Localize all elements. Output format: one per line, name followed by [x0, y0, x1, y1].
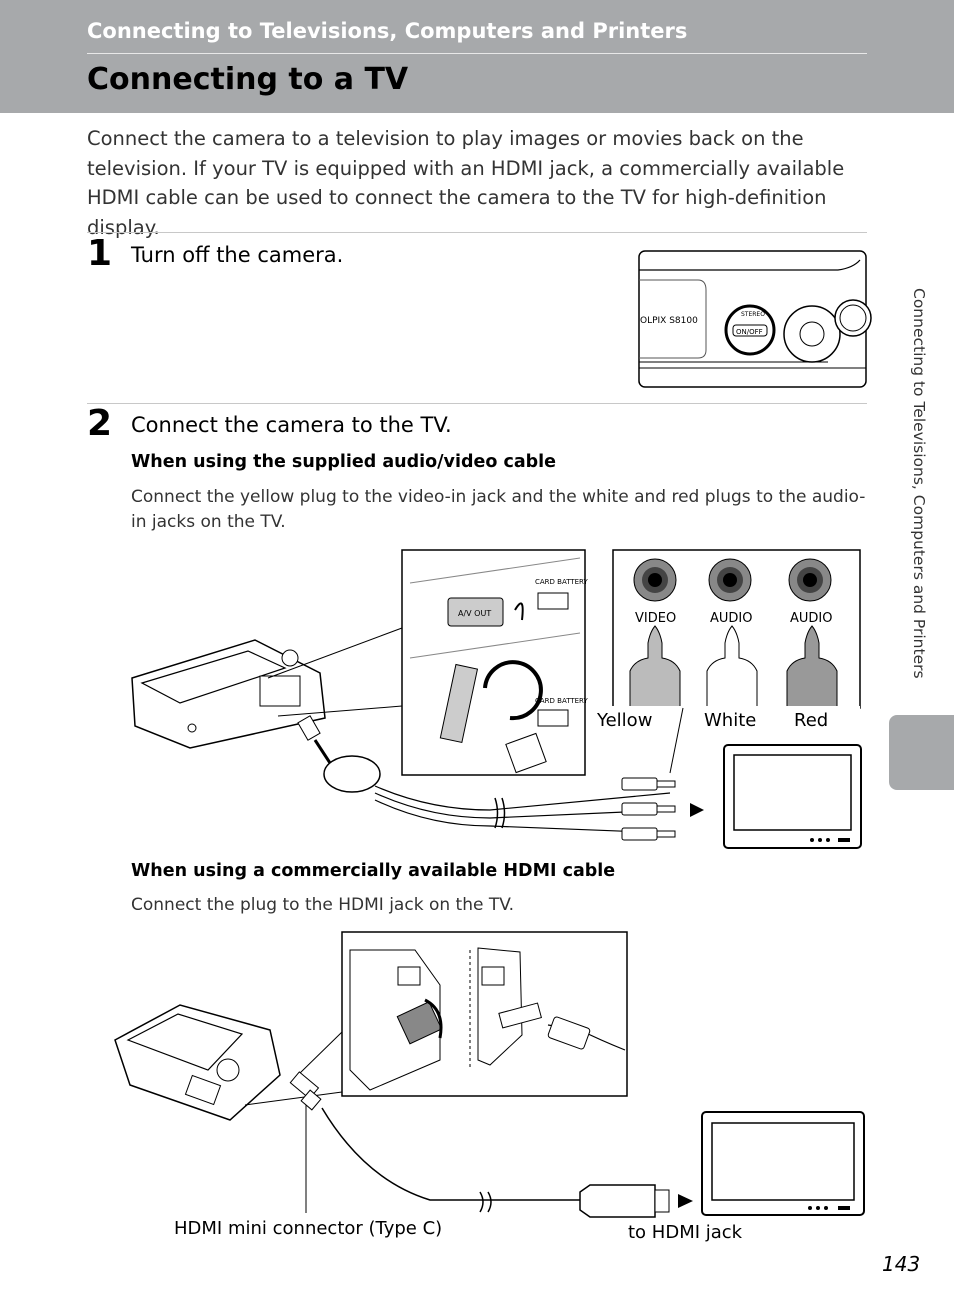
step-divider	[87, 403, 867, 404]
red-plug-label: Red	[794, 710, 829, 731]
hdmi-jack-label: to HDMI jack	[628, 1222, 743, 1243]
video-jack-label: VIDEO	[635, 611, 676, 626]
white-plug-label: White	[704, 710, 757, 731]
section-title: Connecting to Televisions, Computers and…	[87, 19, 688, 43]
stereo-label: STEREO	[741, 311, 765, 318]
header-divider	[87, 53, 867, 54]
intro-paragraph: Connect the camera to a television to pl…	[87, 127, 845, 239]
av-cable-instructions: Connect the yellow plug to the video-in …	[131, 487, 866, 532]
yellow-plug-label: Yellow	[597, 710, 653, 731]
step-text: Turn off the camera.	[131, 243, 344, 267]
side-tab	[889, 715, 954, 790]
hdmi-cable-heading: When using a commercially available HDMI…	[131, 861, 616, 881]
av-cable-heading: When using the supplied audio/video cabl…	[131, 452, 557, 472]
audio-jack-label: AUDIO	[790, 611, 833, 626]
step-number: 2	[87, 403, 113, 444]
step-divider	[87, 232, 867, 233]
on-off-label: ON/OFF	[736, 328, 763, 336]
page-title: Connecting to a TV	[87, 62, 409, 97]
card-battery-label: CARD BATTERY	[535, 578, 588, 586]
hdmi-cable-instructions: Connect the plug to the HDMI jack on the…	[131, 895, 515, 915]
camera-top-illustration: OLPIX S8100 ON/OFF STEREO	[638, 250, 872, 388]
av-cable-illustration: A/V OUT CARD BATTERY CARD BATTERY VIDEO …	[131, 549, 862, 849]
page-number: 143	[882, 1252, 921, 1276]
hdmi-connector-label: HDMI mini connector (Type C)	[174, 1218, 443, 1239]
step-text: Connect the camera to the TV.	[131, 413, 452, 437]
hdmi-cable-illustration	[114, 931, 865, 1218]
audio-jack-label: AUDIO	[710, 611, 753, 626]
side-tab-label: Connecting to Televisions, Computers and…	[910, 288, 928, 679]
step-number: 1	[87, 233, 113, 274]
av-out-port-label: A/V OUT	[458, 609, 491, 618]
camera-model-label: OLPIX S8100	[640, 316, 698, 326]
page-header	[0, 0, 954, 113]
card-battery-label: CARD BATTERY	[535, 697, 588, 705]
